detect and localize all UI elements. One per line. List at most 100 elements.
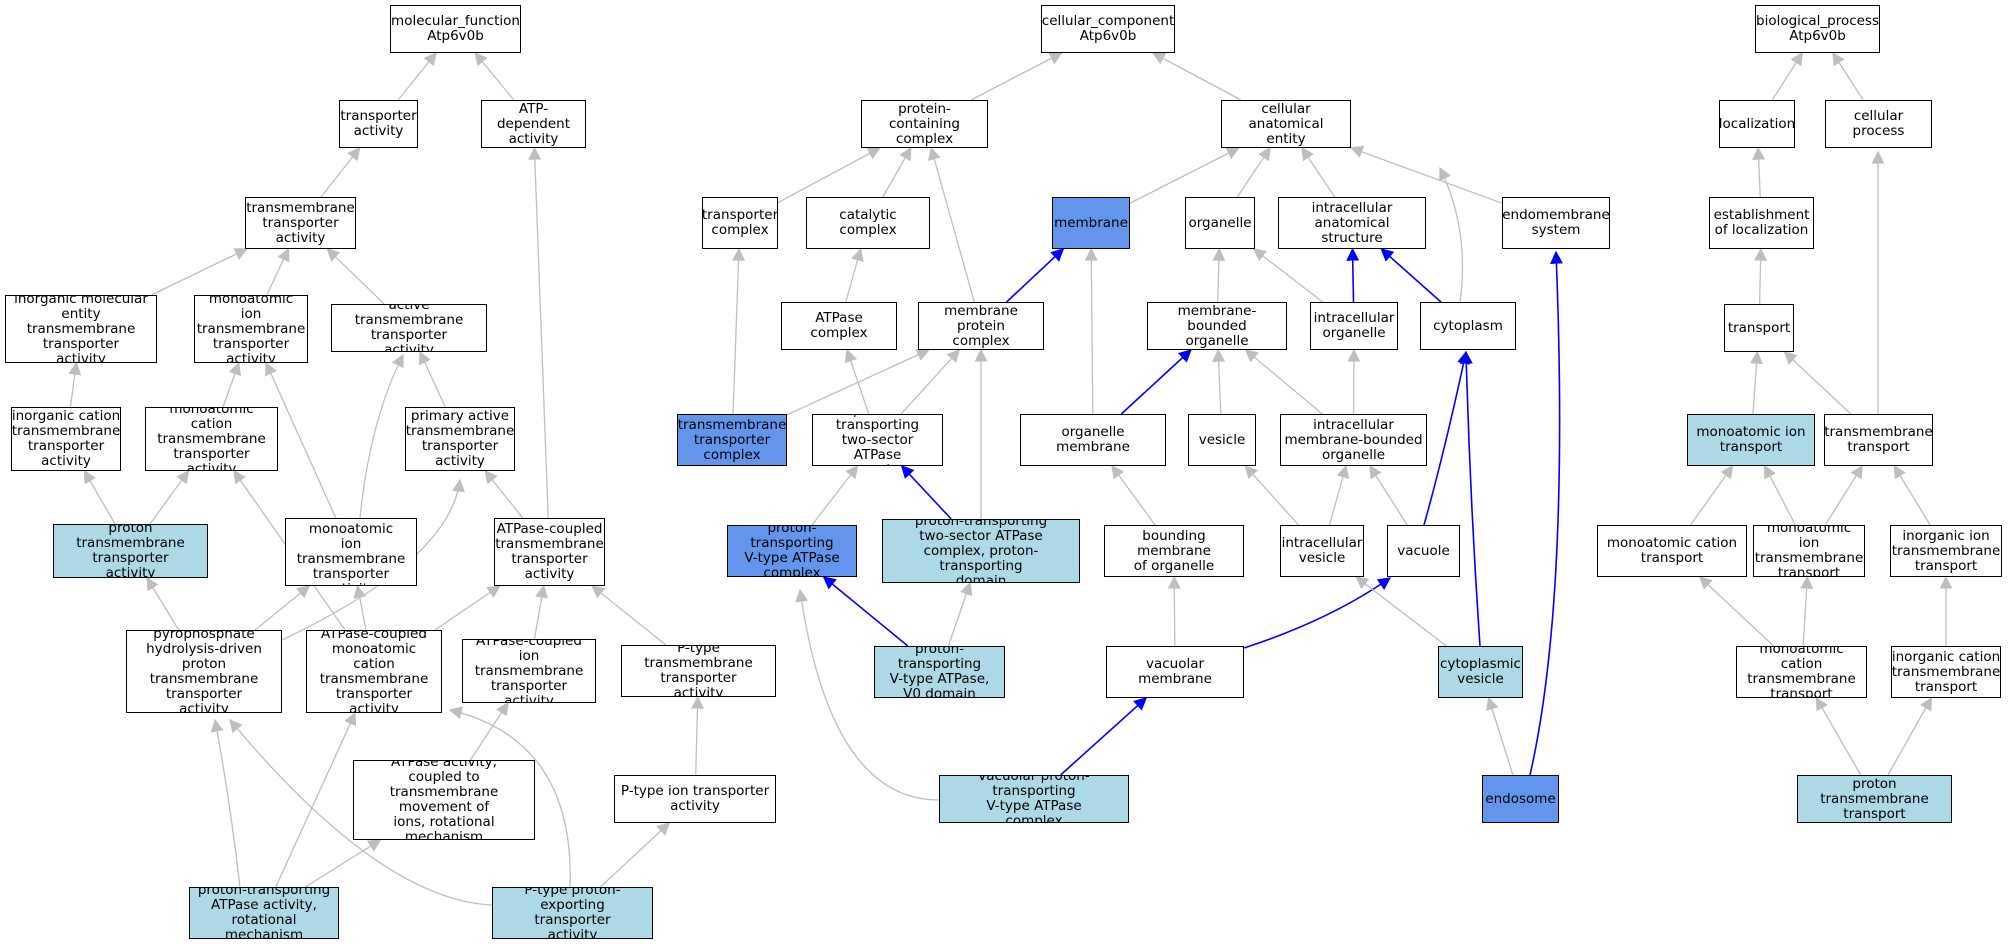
node-active-monoat: active monoatomic ion transmembrane tran…	[285, 518, 417, 586]
edge-active_monoat-to-monoat_ion_tta	[265, 361, 337, 519]
node-intracellular-as: intracellular anatomical structure	[1278, 197, 1426, 249]
edge-pyrophosphate-to-proton_tta	[146, 576, 180, 631]
edge-proton_tta-to-monoat_cation_tta	[149, 469, 190, 525]
edge-atpase_monoat_cation-to-atpase_coupled_tta	[434, 585, 501, 631]
edge-proton_two_sector-to-mem_protein_complex	[900, 349, 961, 415]
edge-vacuolar_v_complex-to-v_type_complex	[795, 588, 940, 801]
edge-organelle_membrane-to-membrane	[1084, 247, 1098, 415]
edge-localization-to-bp	[1771, 51, 1803, 101]
node-primary-active: primary active transmembrane transporter…	[405, 407, 515, 471]
edge-proton_tm_transport-to-inorg_cation_tm_transport	[1887, 696, 1933, 776]
node-atpase-ion-tta: ATPase-coupled ion transmembrane transpo…	[462, 639, 596, 703]
edge-ptype_proton-to-ptype_ion	[599, 822, 671, 888]
node-monoat-ion-tm-transport: monoatomic ion transmembrane transport	[1753, 525, 1865, 577]
edge-cellular_process-to-bp	[1832, 51, 1864, 101]
node-inorg-mol: inorganic molecular entity transmembrane…	[5, 295, 157, 363]
edge-inorg_ion_tm_transport-to-tm_transport	[1893, 464, 1931, 526]
node-organelle-membrane: organelle membrane	[1020, 414, 1166, 466]
node-organelle: organelle	[1185, 197, 1255, 249]
edge-mem_protein_complex-to-membrane	[1006, 248, 1065, 303]
edge-tm_transport-to-transport	[1783, 351, 1852, 415]
edge-v0_domain-to-two_sector_domain	[947, 581, 973, 647]
node-monoat-cation-tta: monoatomic cation transmembrane transpor…	[145, 407, 278, 471]
node-monoat-ion-tta: monoatomic ion transmembrane transporter…	[194, 295, 308, 363]
edge-active_monoat-to-active_tm	[359, 353, 404, 519]
edge-monoat_cation_tm_transport-to-monoat_ion_tm_transport	[1800, 575, 1814, 647]
node-transporter-act: transporter activity	[339, 100, 418, 148]
node-vacuolar-v-complex: vacuolar proton-transporting V-type ATPa…	[939, 775, 1129, 823]
node-tm-transporter: transmembrane transporter activity	[245, 197, 356, 249]
node-proton-tm-transport: proton transmembrane transport	[1797, 775, 1952, 823]
node-ptype-tm: P-type transmembrane transporter activit…	[621, 645, 776, 697]
edge-cytoplasm-to-intracellular_as	[1380, 248, 1442, 303]
edge-monoat_ion_tm_transport-to-tm_transport	[1824, 464, 1863, 526]
node-vesicle: vesicle	[1188, 414, 1256, 466]
edge-transporter_act-to-mf	[397, 51, 437, 101]
node-transport: transport	[1724, 304, 1794, 352]
node-monoat-cation-tm-transport: monoatomic cation transmembrane transpor…	[1736, 646, 1867, 698]
node-proton-atpase-rot: proton-transporting ATPase activity, rot…	[189, 887, 339, 939]
node-intracellular-org: intracellular organelle	[1310, 302, 1398, 350]
node-bounding-membrane: bounding membrane of organelle	[1104, 525, 1244, 577]
node-transporter-complex: transporter complex	[702, 197, 778, 249]
node-cyto-vesicle: cytoplasmic vesicle	[1438, 646, 1523, 698]
node-two-sector-domain: proton-transporting two-sector ATPase co…	[882, 519, 1080, 583]
node-inorg-cation: inorganic cation transmembrane transport…	[11, 407, 121, 471]
edge-endosome-to-cyto_vesicle	[1486, 696, 1514, 776]
edge-monoat_ion_transport-to-transport	[1749, 350, 1763, 415]
edge-transport-to-establish_loc	[1754, 247, 1768, 305]
edge-inorg_mol-to-tm_transporter	[151, 248, 248, 296]
edge-vacuole-to-intra_mbo	[1369, 464, 1408, 526]
node-catalytic-complex: catalytic complex	[806, 197, 930, 249]
node-protein-complex: protein-containing complex	[861, 100, 988, 148]
node-active-tm: active transmembrane transporter activit…	[331, 304, 487, 352]
node-pyrophosphate: pyrophosphate hydrolysis-driven proton t…	[126, 630, 282, 713]
edge-ptype_proton-to-atpase_monoat_cation	[448, 706, 571, 888]
edge-intracellular_org-to-organelle	[1252, 248, 1324, 303]
edge-v_type_complex-to-proton_two_sector	[811, 464, 859, 526]
node-establish-loc: establishment of localization	[1709, 197, 1814, 249]
node-atpase-complex: ATPase complex	[781, 302, 897, 350]
edge-transporter_complex-to-protein_complex	[777, 147, 881, 204]
edge-atpase_monoat_cation-to-active_monoat	[353, 584, 367, 631]
node-tm-transporter-complex: transmembrane transporter complex	[677, 414, 787, 466]
edge-active_tm-to-tm_transporter	[326, 248, 385, 305]
node-proton-two-sector: proton-transporting two-sector ATPase co…	[812, 414, 943, 466]
edge-catalytic_complex-to-protein_complex	[882, 146, 912, 198]
node-atpase-coupled-tta: ATPase-coupled transmembrane transporter…	[494, 518, 605, 586]
node-atpase-monoat-cation: ATPase-coupled monoatomic cation transme…	[306, 630, 442, 713]
node-ptype-ion: P-type ion transporter activity	[614, 775, 776, 823]
node-cellular-process: cellular process	[1825, 100, 1932, 148]
edge-two_sector_domain-to-proton_two_sector	[900, 465, 952, 520]
edge-atpase_ion_tta-to-atpase_coupled_tta	[533, 584, 549, 640]
edge-proton_atpase_rot-to-atpase_monoat_cation	[275, 711, 357, 888]
edge-endosome-to-endomembrane	[1529, 250, 1563, 776]
edge-bounding_membrane-to-organelle_membrane	[1111, 464, 1156, 526]
edge-atpase_complex-to-catalytic_complex	[845, 247, 864, 303]
edge-cae-to-cc	[1151, 52, 1242, 101]
edge-inorg_cation-to-inorg_mol	[68, 361, 82, 408]
edge-intracellular_org-to-intracellular_as	[1346, 247, 1360, 303]
node-inorg-cation-tm-transport: inorganic cation transmembrane transport	[1891, 646, 2001, 698]
node-cc: cellular_component Atp6v0b	[1041, 5, 1175, 53]
edge-cyto_vesicle-to-cytoplasm	[1459, 350, 1481, 647]
node-tm-transport: transmembrane transport	[1824, 414, 1933, 466]
edge-atp_dep-to-mf	[474, 51, 515, 101]
node-mem-bounded-org: membrane-bounded organelle	[1147, 302, 1287, 350]
edge-vesicle-to-mem_bounded_org	[1212, 348, 1226, 415]
edge-vacuolar_membrane-to-bounding_membrane	[1167, 575, 1181, 647]
edge-vacuolar_membrane-to-vacuole	[1243, 577, 1392, 649]
edge-proton_atpase_rot-to-atpase_rot	[305, 839, 382, 888]
edge-vacuole-to-cytoplasm	[1423, 350, 1470, 526]
node-proton-tta: proton transmembrane transporter activit…	[53, 524, 208, 578]
edge-proton_tm_transport-to-monoat_cation_tm_transport	[1815, 696, 1862, 776]
node-atpase-rot: ATPase activity, coupled to transmembran…	[353, 760, 535, 840]
edge-proton_two_sector-to-atpase_complex	[844, 348, 870, 415]
node-v0-domain: proton-transporting V-type ATPase, V0 do…	[874, 646, 1005, 698]
edge-atpase_coupled_tta-to-atp_dep	[528, 146, 549, 519]
edge-intracellular_as-to-cae	[1301, 146, 1336, 198]
edge-monoat_cation_tta-to-monoat_ion_tta	[222, 361, 241, 408]
node-endomembrane: endomembrane system	[1502, 197, 1610, 249]
edge-endomembrane-to-cae	[1349, 145, 1503, 204]
